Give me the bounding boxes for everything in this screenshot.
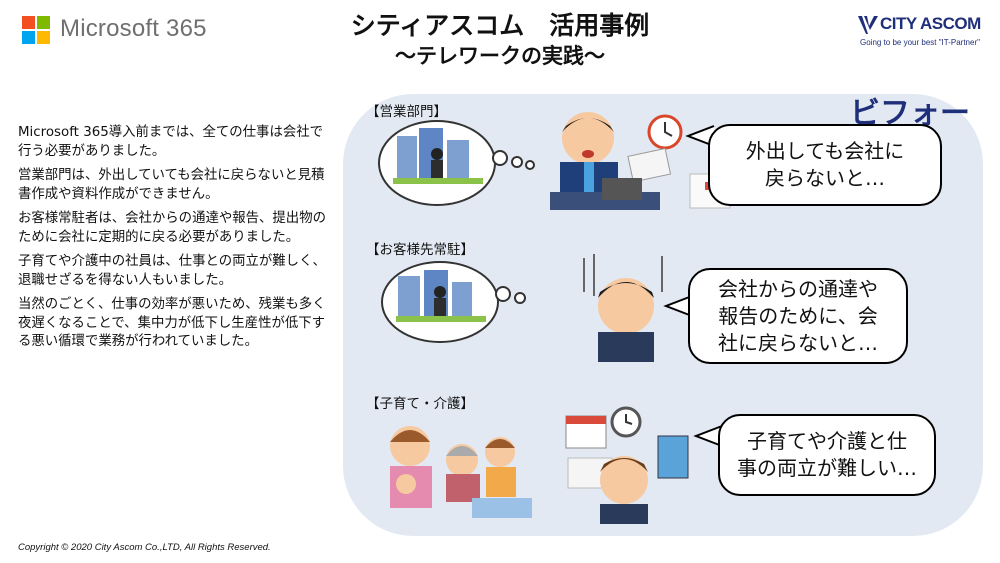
speech-bubble-onsite: 会社からの通達や 報告のために、会 社に戻らないと… (688, 268, 908, 364)
speech-line: 事の両立が難しい… (737, 456, 917, 480)
case-category-care: 【子育て・介護】 (366, 396, 474, 412)
slide-subtitle: ～テレワークの実践～ (395, 44, 605, 68)
intro-paragraph: 営業部門は、外出していても会社に戻らないと見積書作成や資料作成ができません。 (18, 168, 325, 202)
intro-paragraph: 当然のごとく、仕事の効率が悪いため、残業も多く夜遅くなることで、集中力が低下し生… (18, 297, 326, 349)
speech-line: 報告のために、会 (718, 303, 878, 328)
speech-line: 戻らないと… (765, 166, 885, 190)
speech-bubble-care: 子育てや介護と仕 事の両立が難しい… (718, 414, 936, 496)
ms-logo-red (22, 16, 35, 29)
slide-title: シティアスコム 活用事例 (350, 11, 650, 40)
speech-line: 会社からの通達や (718, 276, 878, 301)
city-ascom-wordmark: CITY ASCOM (880, 14, 981, 33)
case-category-onsite: 【お客様先常駐】 (366, 242, 474, 258)
childcare-nursing-illustration (390, 426, 532, 518)
overwhelmed-worker-illustration (565, 406, 689, 524)
stressed-worker-illustration (550, 112, 731, 210)
thought-cloud-city-illustration (378, 120, 535, 206)
microsoft-logo-icon (22, 16, 50, 44)
speech-bubble-tail (663, 295, 693, 317)
intro-paragraph: お客様常駐者は、会社からの通達や報告、提出物のために会社に定期的に戻る必要があり… (18, 211, 326, 245)
city-ascom-tagline: Going to be your best "IT-Partner" (860, 38, 980, 47)
speech-line: 子育てや介護と仕 (747, 429, 907, 453)
microsoft-365-brand: Microsoft 365 (60, 15, 207, 42)
speech-bubble-tail (685, 125, 715, 147)
city-ascom-logo-icon (858, 16, 878, 34)
speech-line: 外出しても会社に (745, 139, 905, 163)
case-category-sales: 【営業部門】 (366, 104, 447, 120)
thought-cloud-commute-illustration (381, 261, 526, 343)
intro-paragraph: Microsoft 365導入前までは、全ての仕事は会社で行う必要がありました。 (18, 125, 324, 159)
ms-logo-yellow (37, 31, 50, 44)
intro-text: Microsoft 365導入前までは、全ての仕事は会社で行う必要がありました。… (18, 124, 336, 358)
intro-paragraph: 子育てや介護中の社員は、仕事との両立が難しく、退職せざるを得ない人もいました。 (18, 254, 326, 288)
depressed-worker-illustration (583, 254, 663, 362)
speech-bubble-tail (693, 425, 723, 447)
speech-line: 社に戻らないと… (718, 330, 878, 355)
ms-logo-blue (22, 31, 35, 44)
speech-bubble-sales: 外出しても会社に 戻らないと… (708, 124, 942, 206)
copyright-notice: Copyright © 2020 City Ascom Co.,LTD, All… (18, 542, 271, 553)
ms-logo-green (37, 16, 50, 29)
